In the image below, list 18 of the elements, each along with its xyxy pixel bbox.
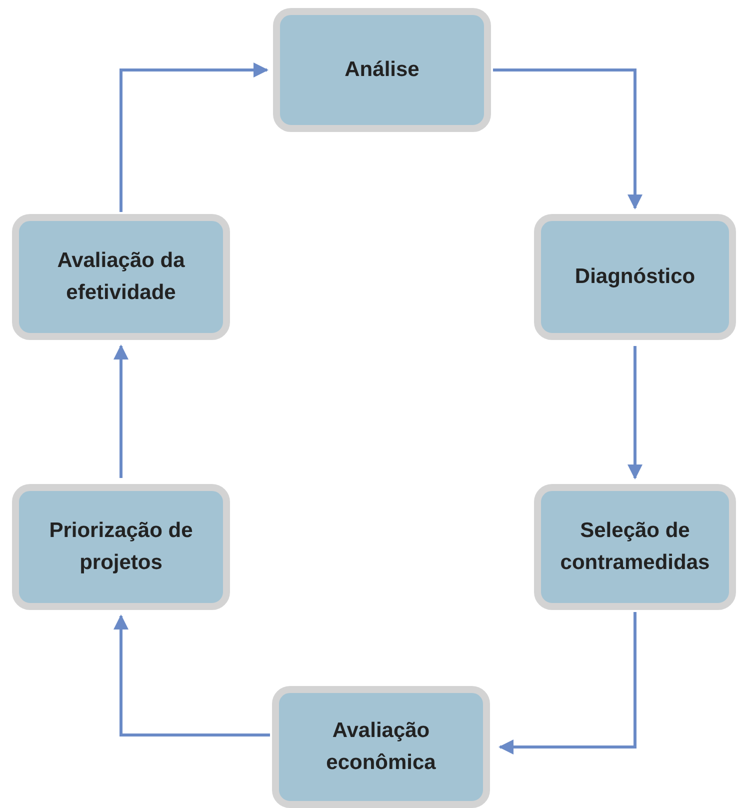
process-box [273, 8, 491, 132]
box-label: Avaliação econômica [325, 718, 437, 776]
box-label: Seleção de contramedidas [559, 518, 711, 576]
arrow [493, 68, 642, 210]
arrow [114, 344, 128, 478]
arrow [114, 614, 270, 736]
box-label: Diagnóstico [574, 264, 696, 290]
process-box [534, 484, 736, 610]
arrow [498, 612, 636, 754]
box-label: Avaliação da efetividade [56, 248, 186, 306]
process-box [534, 214, 736, 340]
box-label: Análise [344, 57, 420, 83]
process-box [12, 484, 230, 610]
arrow [628, 346, 642, 480]
process-box [12, 214, 230, 340]
process-box [272, 686, 490, 808]
box-label: Priorização de projetos [48, 518, 194, 576]
arrow [120, 62, 268, 212]
